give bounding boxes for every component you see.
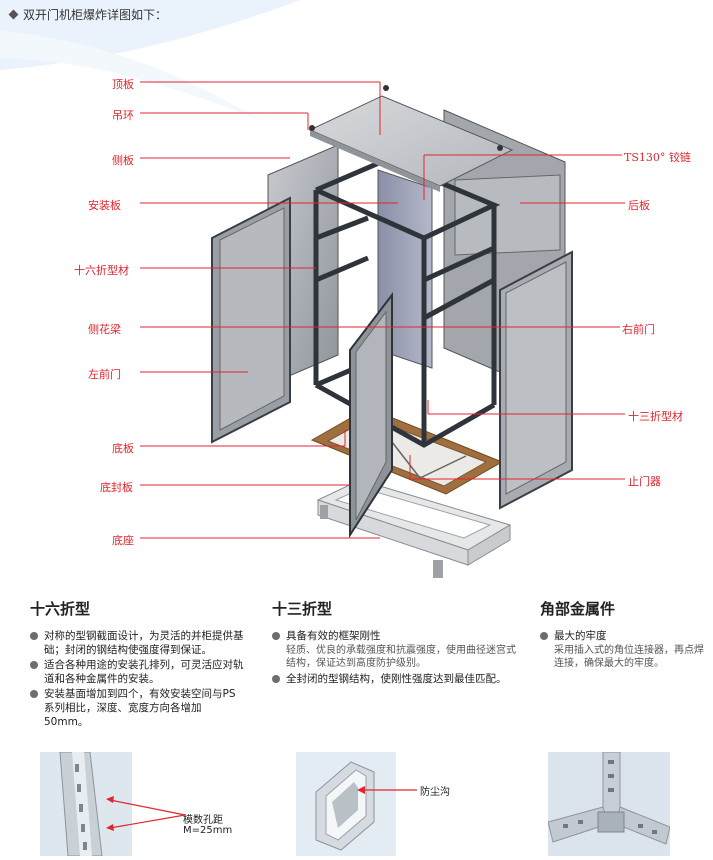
label-right-front-door: 右前门 (622, 323, 655, 336)
section-title: 十三折型 (272, 600, 333, 618)
pitch-value: M=25mm (183, 825, 233, 836)
profile-13-photo (296, 752, 396, 856)
header-title: 双开门机柜爆炸详图如下： (23, 8, 168, 22)
label-side-beam: 侧花梁 (88, 323, 121, 336)
section-corner-fittings: 角部金属件 最大的牢度 采用插入式的角位连接器，再点焊连接，确保最大的牢度。 (540, 598, 710, 672)
base-plinth (316, 479, 512, 578)
label-16-fold-profile: 十六折型材 (74, 264, 129, 277)
section-title: 十六折型 (30, 600, 91, 618)
bottom-seal-plate (310, 407, 504, 495)
label-hinge: TS130° 铰链 (624, 151, 691, 164)
label-lifting-ring: 吊环 (112, 109, 134, 122)
exploded-diagram (140, 81, 625, 578)
section-13-fold: 十三折型 具备有效的框架刚性 轻质、优良的承载强度和抗震强度，使用曲径迷宫式结构… (272, 598, 517, 687)
pitch-label: 模数孔距 (183, 815, 223, 826)
dust-groove-label: 防尘沟 (420, 787, 450, 798)
label-top-plate: 顶板 (112, 78, 134, 91)
right-side-panel (454, 174, 561, 256)
section-title: 角部金属件 (540, 600, 616, 618)
right-front-door (499, 250, 573, 510)
profile-16-photo (40, 752, 132, 856)
label-base: 底座 (112, 534, 134, 547)
label-door-stopper: 止门器 (628, 475, 661, 488)
bullet-subtext: 采用插入式的角位连接器，再点焊连接，确保最大的牢度。 (554, 645, 704, 669)
leader-lines (140, 81, 625, 539)
bullet-item: 对称的型钢截面设计，为灵活的并柜提供基础；封闭的钢结构使强度得到保证。 (30, 629, 245, 657)
corner-fitting-photo (548, 752, 670, 856)
label-bottom-plate: 底板 (112, 442, 134, 455)
bullet-item: 最大的牢度 (540, 629, 710, 643)
bullet-item: 全封闭的型钢结构，使刚性强度达到最佳匹配。 (272, 672, 517, 686)
label-bottom-seal-plate: 底封板 (100, 481, 133, 494)
label-side-panel: 侧板 (112, 154, 134, 167)
bullet-item: 适合各种用途的安装孔排列，可灵活应对轨道和各种金属件的安装。 (30, 658, 245, 686)
bullet-subtext: 轻质、优良的承载强度和抗震强度，使用曲径迷宫式结构，保证达到高度防护级别。 (286, 645, 516, 669)
label-left-front-door: 左前门 (88, 368, 121, 381)
top-plate (308, 85, 514, 192)
left-front-door (211, 196, 291, 444)
label-mounting-plate: 安装板 (88, 199, 121, 212)
bullet-item: 安装基面增加到四个，有效安装空间与PS系列相比，深度、宽度方向各增加50mm。 (30, 687, 245, 729)
section-16-fold: 十六折型 对称的型钢截面设计，为灵活的并柜提供基础；封闭的钢结构使强度得到保证。… (30, 598, 245, 730)
label-back-panel: 后板 (628, 199, 650, 212)
page-header: 双开门机柜爆炸详图如下： (8, 6, 168, 23)
pitch-arrows (106, 796, 186, 831)
label-13-fold-profile: 十三折型材 (628, 410, 683, 423)
center-open-door (349, 292, 393, 539)
dust-groove-arrow (357, 786, 417, 794)
bullet-item: 具备有效的框架刚性 (272, 629, 517, 643)
